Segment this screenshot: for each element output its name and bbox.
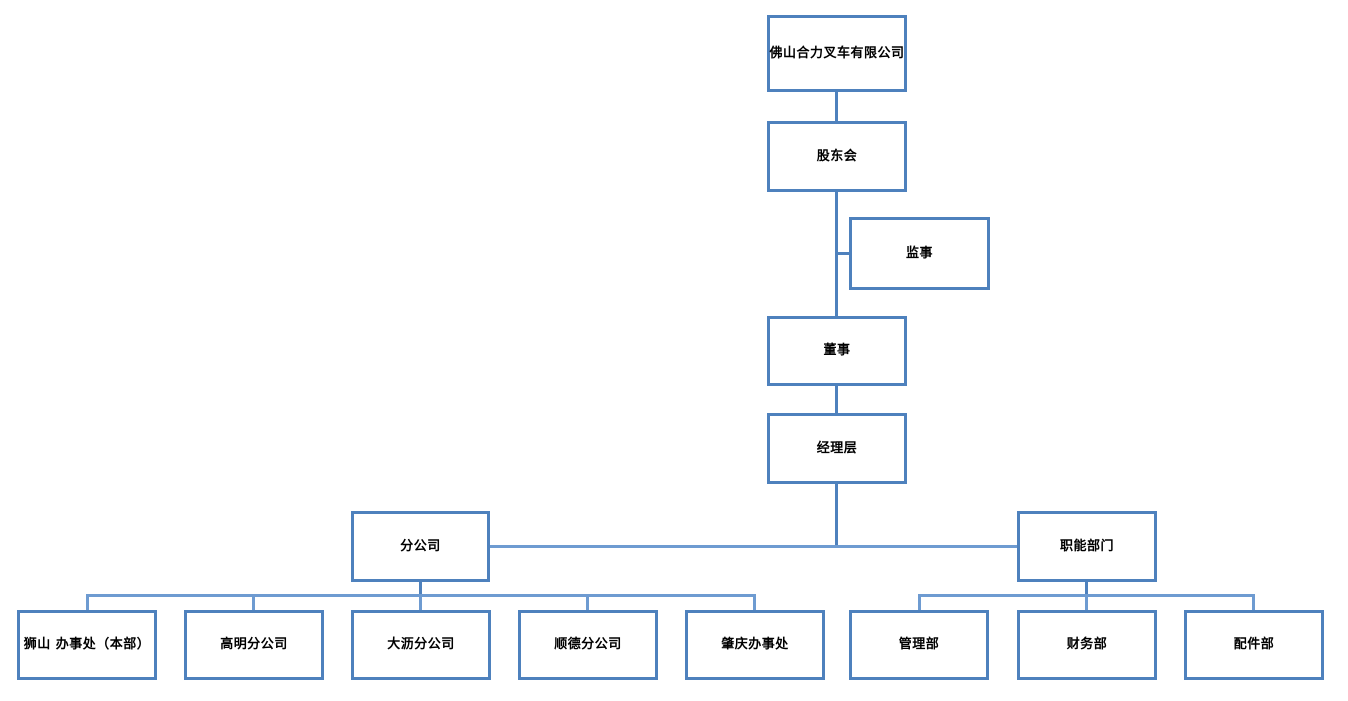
connector-drop-branch-4 (586, 594, 589, 610)
node-branch-5-label: 肇庆办事处 (721, 637, 789, 653)
connector-drop-branch-3 (419, 594, 422, 610)
connector-drop-department-2 (1085, 594, 1088, 610)
connector-branches-stem (419, 582, 422, 596)
node-company-label: 佛山合力叉车有限公司 (769, 45, 905, 61)
node-shareholders-label: 股东会 (816, 148, 858, 164)
node-departments-group-label: 职能部门 (1059, 538, 1114, 554)
connector-drop-branch-2 (252, 594, 255, 610)
node-branches-group[interactable]: 分公司 (351, 511, 490, 582)
node-supervisor[interactable]: 监事 (849, 217, 990, 290)
node-branches-group-label: 分公司 (400, 538, 441, 554)
connector-drop-branch-5 (753, 594, 756, 610)
node-branch-4-label: 顺德分公司 (554, 637, 622, 653)
connector-trunk-to-supervisor (835, 252, 852, 255)
node-department-2-label: 财务部 (1066, 637, 1108, 653)
node-departments-group[interactable]: 职能部门 (1017, 511, 1157, 582)
node-department-3[interactable]: 配件部 (1184, 610, 1324, 680)
node-branch-2-label: 高明分公司 (220, 637, 288, 653)
connector-drop-department-3 (1252, 594, 1255, 610)
node-management[interactable]: 经理层 (767, 413, 907, 484)
node-branch-3-label: 大沥分公司 (387, 637, 455, 653)
connector-company-to-shareholders (835, 92, 838, 121)
node-branch-1-label: 狮山 办事处（本部） (23, 637, 151, 653)
node-management-label: 经理层 (816, 440, 858, 456)
connector-level-bus (490, 545, 1018, 548)
node-director[interactable]: 董事 (767, 316, 907, 386)
node-department-1-label: 管理部 (898, 637, 940, 653)
node-director-label: 董事 (823, 343, 851, 359)
connector-director-to-management (835, 386, 838, 413)
node-department-2[interactable]: 财务部 (1017, 610, 1157, 680)
node-branch-3[interactable]: 大沥分公司 (351, 610, 491, 680)
connector-drop-department-1 (918, 594, 921, 610)
node-branch-5[interactable]: 肇庆办事处 (685, 610, 825, 680)
connector-management-stem (835, 484, 838, 546)
node-department-3-label: 配件部 (1233, 637, 1275, 653)
node-department-1[interactable]: 管理部 (849, 610, 989, 680)
connector-drop-branch-1 (86, 594, 89, 610)
connector-departments-stem (1085, 582, 1088, 596)
node-supervisor-label: 监事 (905, 245, 933, 261)
node-branch-2[interactable]: 高明分公司 (184, 610, 324, 680)
node-branch-1[interactable]: 狮山 办事处（本部） (17, 610, 157, 680)
node-company[interactable]: 佛山合力叉车有限公司 (767, 15, 907, 92)
node-branch-4[interactable]: 顺德分公司 (518, 610, 658, 680)
node-shareholders[interactable]: 股东会 (767, 121, 907, 192)
